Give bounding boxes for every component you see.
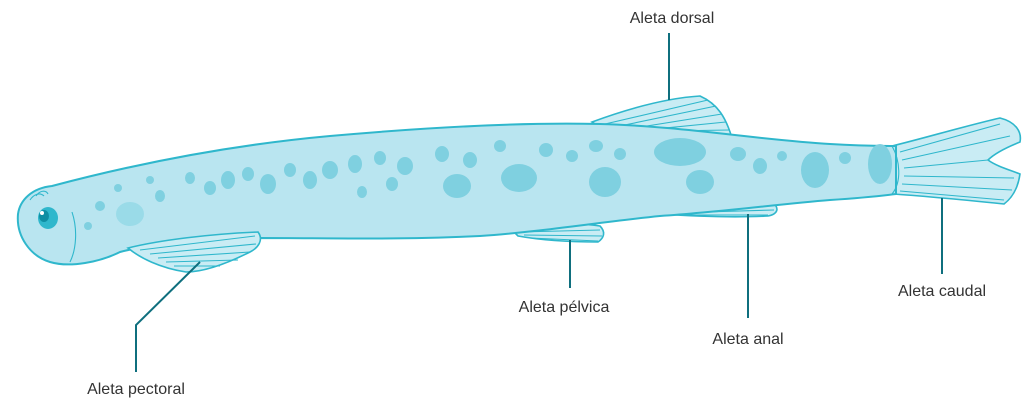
label-pectoral-fin: Aleta pectoral (87, 381, 185, 398)
label-dorsal-fin: Aleta dorsal (630, 10, 715, 27)
label-caudal-fin: Aleta caudal (898, 283, 986, 300)
label-pelvic-fin: Aleta pélvica (519, 299, 610, 316)
label-anal-fin: Aleta anal (712, 331, 783, 348)
caudal-fin (892, 118, 1020, 204)
leader-line-pectoral (136, 262, 200, 372)
eye-icon (38, 207, 58, 229)
